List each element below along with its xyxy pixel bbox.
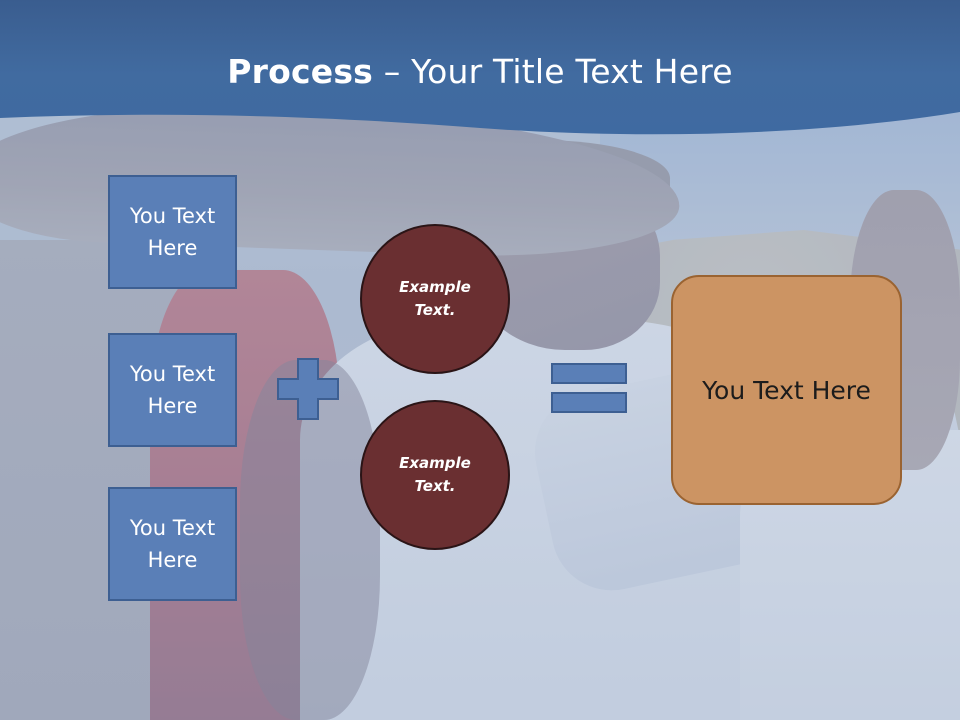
result-box[interactable]: You Text Here — [671, 275, 902, 505]
title-rest: – Your Title Text Here — [373, 52, 733, 91]
input-box-label: You Text Here — [129, 362, 216, 418]
header-banner — [0, 0, 960, 135]
example-circle-1[interactable]: Example Text. — [360, 224, 510, 374]
input-box-label: You Text Here — [129, 204, 216, 260]
input-box-2[interactable]: You Text Here — [108, 333, 237, 447]
input-box-label: You Text Here — [129, 516, 216, 572]
slide-title: Process – Your Title Text Here — [0, 52, 960, 91]
circle-label: Example Text. — [399, 454, 471, 495]
equals-icon — [551, 363, 627, 384]
title-bold: Process — [227, 52, 374, 91]
circle-label: Example Text. — [399, 278, 471, 319]
result-label: You Text Here — [702, 375, 871, 405]
input-box-3[interactable]: You Text Here — [108, 487, 237, 601]
input-box-1[interactable]: You Text Here — [108, 175, 237, 289]
equals-icon-bar-2 — [551, 392, 627, 413]
plus-icon — [277, 358, 339, 420]
example-circle-2[interactable]: Example Text. — [360, 400, 510, 550]
